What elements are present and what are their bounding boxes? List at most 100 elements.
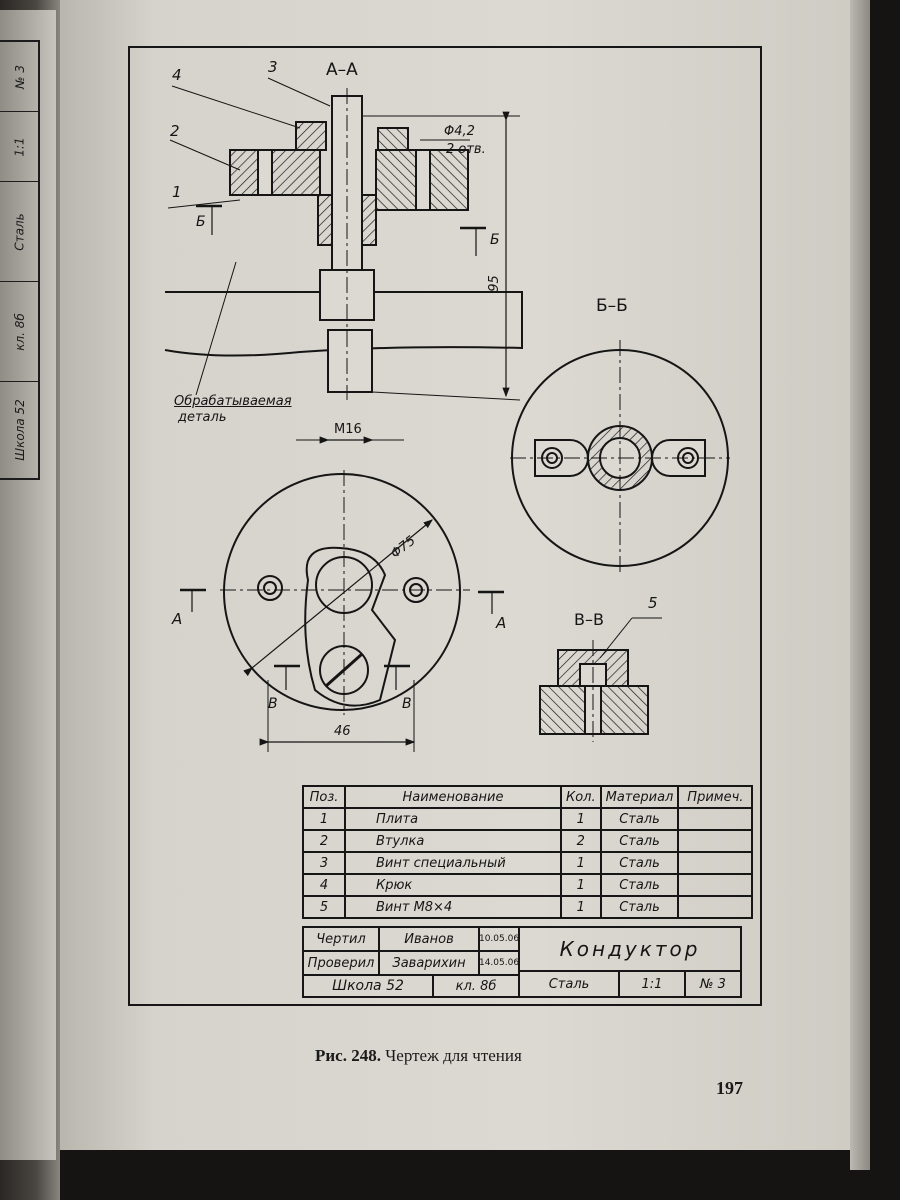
spec-header-note: Примеч. (677, 785, 754, 809)
callout-2: 2 (170, 122, 180, 140)
leader-workpiece (195, 261, 237, 396)
callout-5: 5 (648, 594, 658, 612)
cut-label-b-right: Б (490, 232, 500, 248)
figure-text: Чертеж для чтения (385, 1046, 522, 1065)
leader-1 (167, 199, 241, 209)
leader-4 (171, 85, 301, 129)
prev-cell-number: № 3 (0, 42, 40, 112)
checked-label: Проверил (304, 952, 380, 976)
cut-label-v-right: В (402, 696, 412, 712)
figure-caption: Рис. 248. Чертеж для чтения (315, 1046, 522, 1066)
spec-note (677, 851, 754, 875)
spec-qty: 1 (560, 851, 602, 875)
section-aa-view (164, 77, 523, 444)
table-row: 3 Винт специальный 1 Сталь (302, 851, 754, 875)
figure-number: Рис. 248. (315, 1046, 381, 1065)
cut-label-b-left: Б (196, 214, 206, 230)
ext-line-bottom (371, 391, 521, 401)
spec-qty: 2 (560, 829, 602, 853)
prev-cell-class: кл. 8б (0, 282, 40, 382)
spec-note (677, 807, 754, 831)
spec-name: Крюк (344, 873, 562, 897)
title-number: № 3 (700, 976, 726, 992)
previous-page-title-strip: № 3 1:1 Сталь кл. 8б Школа 52 (0, 40, 40, 480)
checked-name: Заварихин (380, 952, 480, 976)
cut-label-a-right: А (496, 614, 507, 632)
hole-dimension: Φ4,2 (444, 124, 475, 139)
spec-header-pos: Поз. (302, 785, 346, 809)
diameter-dimension (243, 519, 433, 677)
drew-name: Иванов (380, 928, 480, 952)
spec-pos: 4 (302, 873, 346, 897)
leader-2 (169, 139, 241, 171)
page-stack-edge (850, 0, 870, 1170)
spec-material: Сталь (599, 807, 680, 831)
spec-note (677, 873, 754, 897)
section-bb-title: Б–Б (596, 296, 628, 316)
hole-count: 2 отв. (446, 142, 486, 157)
cut-label-a-left: А (172, 610, 183, 628)
spec-name: Винт М8×4 (344, 895, 562, 919)
callout-3: 3 (268, 58, 278, 76)
previous-page: № 3 1:1 Сталь кл. 8б Школа 52 (0, 10, 56, 1160)
workpiece-outline (164, 291, 523, 357)
bushing-left (257, 149, 273, 196)
plan-hole-left (257, 575, 283, 601)
spec-name: Втулка (344, 829, 562, 853)
bushing-right (415, 149, 431, 211)
workpiece-label-line1: Обрабатываемая (174, 394, 292, 409)
width-dimension-label: 46 (334, 724, 351, 739)
spec-note (677, 895, 754, 919)
class-name: кл. 8б (434, 976, 520, 996)
spec-name: Винт специальный (344, 851, 562, 875)
spec-material: Сталь (599, 895, 680, 919)
spec-material: Сталь (599, 829, 680, 853)
callout-4: 4 (172, 66, 182, 84)
spec-material: Сталь (599, 873, 680, 897)
table-row: 5 Винт М8×4 1 Сталь (302, 895, 754, 919)
hook-right (377, 127, 409, 151)
plan-hole-left-inner (263, 581, 277, 595)
specification-table: Поз. Наименование Кол. Материал Примеч. … (302, 785, 754, 919)
callout-1: 1 (172, 183, 182, 201)
spec-qty: 1 (560, 895, 602, 919)
hook (295, 121, 327, 151)
title-block: Чертил Иванов 10.05.06 Проверил Заварихи… (302, 926, 742, 998)
table-row: 4 Крюк 1 Сталь (302, 873, 754, 897)
drawing-title: Кондуктор (520, 928, 740, 972)
table-row: 1 Плита 1 Сталь (302, 807, 754, 831)
drew-label: Чертил (304, 928, 380, 952)
spec-header-material: Материал (599, 785, 680, 809)
section-vv-view (539, 617, 662, 742)
title-material: Сталь (520, 972, 620, 996)
plan-outer-circle (223, 473, 461, 711)
spec-note (677, 829, 754, 853)
workpiece-label-line2: деталь (178, 410, 227, 425)
spec-pos: 2 (302, 829, 346, 853)
spec-header-name: Наименование (344, 785, 562, 809)
plate-left (229, 149, 321, 196)
prev-cell-material: Сталь (0, 182, 40, 282)
height-dimension-label: 95 (486, 275, 502, 292)
section-aa-title: А–А (326, 60, 358, 80)
drew-date: 10.05.06 (479, 928, 520, 952)
table-row: 2 Втулка 2 Сталь (302, 829, 754, 853)
title-scale: 1:1 (620, 972, 686, 996)
spec-pos: 5 (302, 895, 346, 919)
leader-5 (599, 617, 633, 659)
drawing-frame (128, 46, 762, 1006)
page-number: 197 (716, 1078, 743, 1098)
thread-dimension-label: М16 (334, 422, 362, 437)
spec-qty: 1 (560, 807, 602, 831)
cut-label-v-left: В (268, 696, 278, 712)
section-bb-view (510, 340, 730, 575)
screw-thread (327, 329, 373, 393)
spec-header-row: Поз. Наименование Кол. Материал Примеч. (302, 785, 754, 809)
school-name: Школа 52 (304, 976, 434, 996)
spec-header-qty: Кол. (560, 785, 602, 809)
spec-pos: 1 (302, 807, 346, 831)
section-vv-title: В–В (574, 610, 604, 629)
spec-material: Сталь (599, 851, 680, 875)
plan-view (180, 470, 504, 752)
